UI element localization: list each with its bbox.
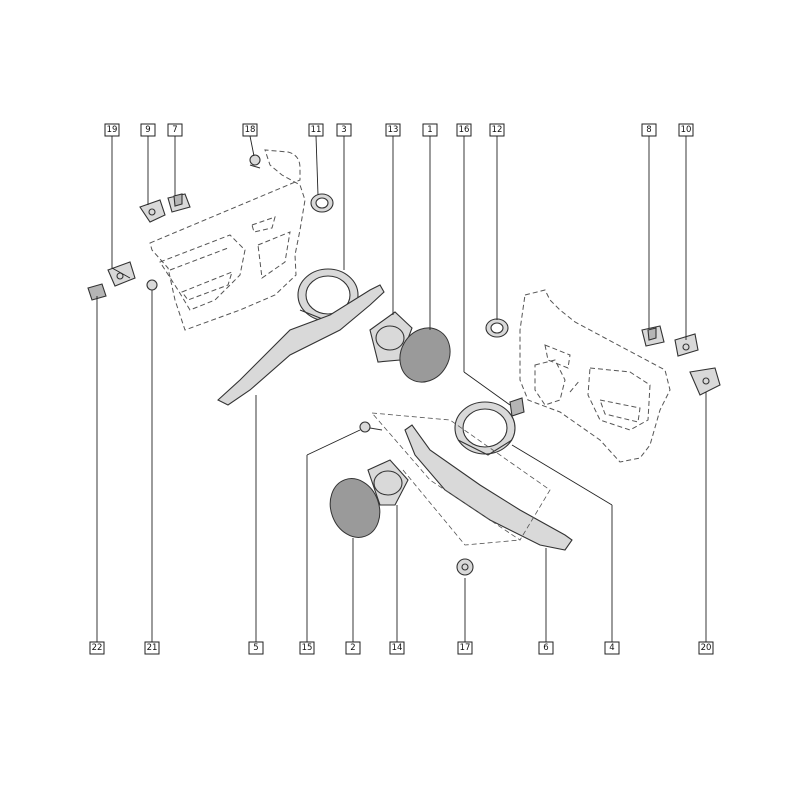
speaker-grille-2 <box>329 478 381 538</box>
callout-10-label: 10 <box>681 125 692 135</box>
callout-6: 6 <box>538 641 554 655</box>
screw-21 <box>146 279 158 291</box>
callout-16: 16 <box>456 123 472 137</box>
callout-1: 1 <box>422 123 438 137</box>
callout-5: 5 <box>248 641 264 655</box>
callout-12-label: 12 <box>492 125 503 135</box>
callout-15: 15 <box>299 641 315 655</box>
callout-9: 9 <box>140 123 156 137</box>
grommet-12 <box>485 318 509 338</box>
callout-22: 22 <box>89 641 105 655</box>
callout-20: 20 <box>698 641 714 655</box>
callout-15-label: 15 <box>302 643 313 653</box>
callout-2-label: 2 <box>350 643 355 653</box>
callout-11: 11 <box>308 123 324 137</box>
clip-16 <box>509 397 525 417</box>
clip-22 <box>87 283 107 301</box>
callout-13: 13 <box>385 123 401 137</box>
leader-lines <box>96 135 707 642</box>
callout-19-label: 19 <box>107 125 118 135</box>
callout-22-label: 22 <box>92 643 103 653</box>
callout-4-label: 4 <box>609 643 614 653</box>
callout-6-label: 6 <box>543 643 548 653</box>
bracket-10 <box>674 333 699 357</box>
clip-7 <box>167 193 191 213</box>
callout-19: 19 <box>104 123 120 137</box>
callout-1-label: 1 <box>427 125 432 135</box>
right-door-panel <box>519 289 671 463</box>
callout-10: 10 <box>678 123 694 137</box>
callout-18-label: 18 <box>245 125 256 135</box>
speaker-housing-4 <box>454 401 516 456</box>
callout-16-label: 16 <box>459 125 470 135</box>
callout-7-label: 7 <box>172 125 177 135</box>
callout-8-label: 8 <box>646 125 651 135</box>
callout-3: 3 <box>336 123 352 137</box>
clip-8 <box>641 325 665 347</box>
callout-13-label: 13 <box>388 125 399 135</box>
callout-17-label: 17 <box>460 643 471 653</box>
callout-4: 4 <box>604 641 620 655</box>
bracket-19 <box>107 261 136 287</box>
callout-3-label: 3 <box>341 125 346 135</box>
bracket-20 <box>689 367 721 396</box>
grommet-11 <box>310 193 334 213</box>
speaker-14 <box>367 459 409 506</box>
callout-9-label: 9 <box>145 125 150 135</box>
callout-20-label: 20 <box>701 643 712 653</box>
screw-17 <box>456 558 474 576</box>
callout-14-label: 14 <box>392 643 403 653</box>
callout-11-label: 11 <box>311 125 322 135</box>
callout-18: 18 <box>242 123 258 137</box>
callout-2: 2 <box>345 641 361 655</box>
callout-12: 12 <box>489 123 505 137</box>
speaker-grille-1 <box>399 327 451 383</box>
callout-8: 8 <box>641 123 657 137</box>
callout-7: 7 <box>167 123 183 137</box>
callout-17: 17 <box>457 641 473 655</box>
screw-15 <box>359 421 383 433</box>
clip-18 <box>249 154 261 169</box>
callout-21: 21 <box>144 641 160 655</box>
callout-14: 14 <box>389 641 405 655</box>
callout-21-label: 21 <box>147 643 158 653</box>
callout-5-label: 5 <box>253 643 258 653</box>
left-door-panel <box>149 149 306 331</box>
clip-9 <box>139 199 166 223</box>
armrest-trim-5 <box>217 284 385 406</box>
